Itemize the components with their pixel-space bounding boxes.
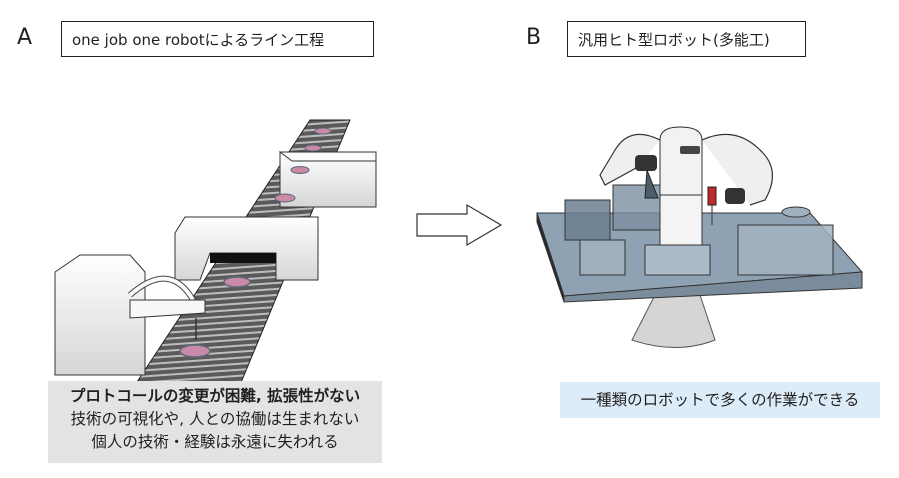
robot-left-gripper (635, 155, 657, 171)
panel-a-caption-line: 技術の可視化や, 人との協働は生まれない (70, 410, 360, 428)
panel-a-label: A (17, 25, 33, 50)
panel-a-caption-line: プロトコールの変更が困難, 拡張性がない (69, 387, 361, 405)
pipette (707, 186, 717, 206)
petri-dish (304, 144, 322, 152)
robot-right-arm (701, 133, 773, 206)
petri-dish (223, 276, 251, 288)
far-machine (278, 151, 377, 208)
lab-box (564, 199, 611, 241)
lab-box (737, 224, 834, 276)
petri-dish (274, 193, 296, 203)
petri-dish (290, 166, 310, 174)
dispensing-robot (54, 254, 206, 376)
panel-a-caption: プロトコールの変更が困難, 拡張性がない 技術の可視化や, 人との協働は生まれな… (48, 381, 382, 463)
panel-a-caption-line: 個人の技術・経験は永遠に失われる (91, 433, 339, 451)
petri-dish (314, 127, 332, 135)
lab-cylinder (781, 206, 811, 218)
panel-b-caption: 一種類のロボットで多くの作業ができる (560, 382, 880, 418)
robot-right-gripper (725, 188, 745, 204)
petri-dish (179, 344, 211, 358)
lab-box (579, 239, 626, 276)
panel-b-label: B (526, 25, 542, 50)
humanoid-robot-illustration (536, 126, 864, 348)
right-arrow-icon (416, 203, 503, 247)
robot-left-arm (599, 133, 661, 186)
conveyor-line-illustration (54, 119, 377, 385)
robot-pedestal (631, 294, 716, 348)
gate-machine (174, 216, 319, 281)
panel-b-title: 汎用ヒト型ロボット(多能工) (567, 21, 806, 57)
panel-a-title: one job one robotによるライン工程 (61, 21, 374, 57)
robot-body (659, 126, 703, 246)
tube-rack (644, 244, 711, 276)
